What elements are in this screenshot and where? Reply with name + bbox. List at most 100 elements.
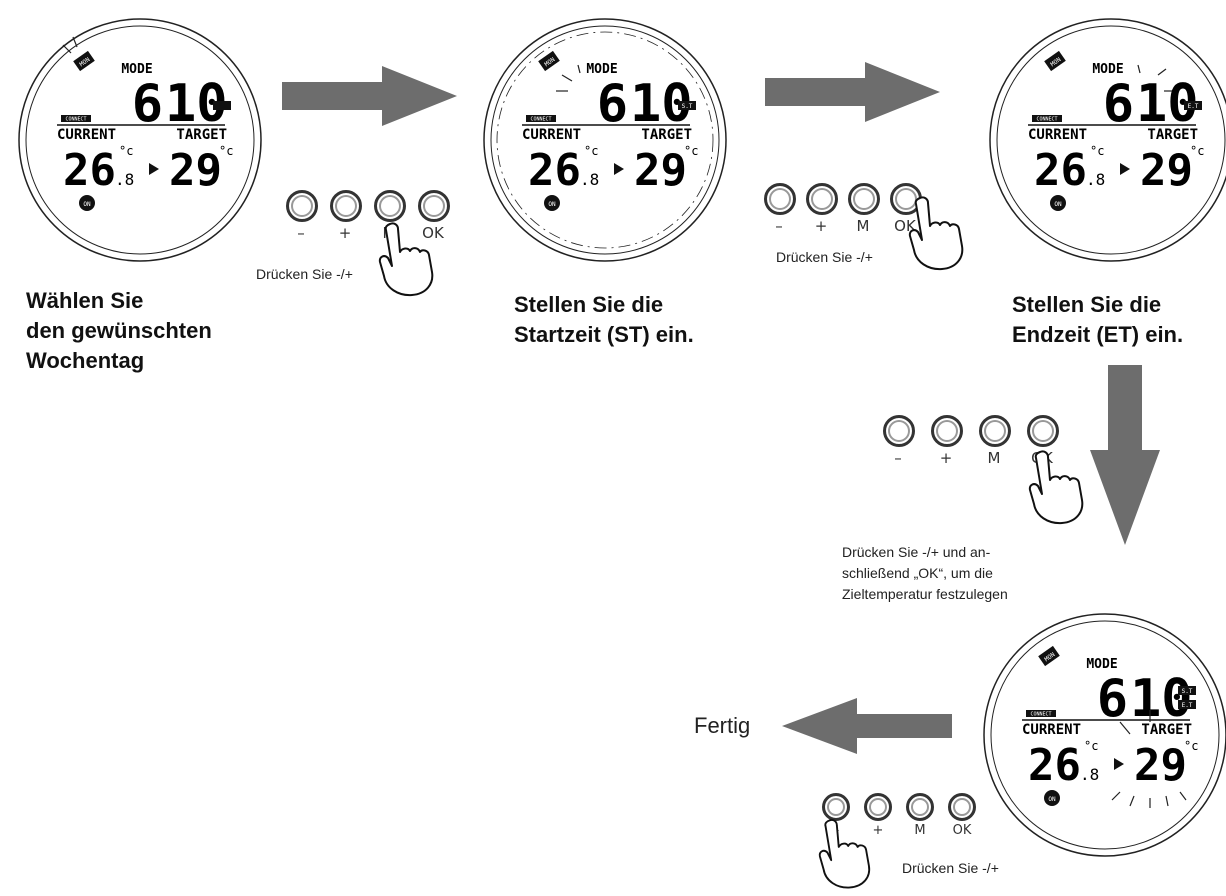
arrow-left [782,698,952,754]
connect-label: CONNECT [530,117,551,123]
on-label: ON [548,201,556,208]
note-line: Drücken Sie -/+ und an- [842,544,991,560]
arrow-down [1090,365,1160,545]
plus-button-label: + [872,823,884,838]
caption-line: Wochentag [26,348,145,373]
ok-button[interactable] [1027,415,1059,447]
current-label: CURRENT [57,127,116,143]
current-temp: 26 [1028,740,1081,791]
step2-caption: Stellen Sie die Startzeit (ST) ein. [514,290,774,350]
target-label: TARGET [176,127,227,143]
time-minutes: 10 [1130,669,1193,729]
mode-label: MODE [586,62,617,77]
ok-button-label: OK [952,823,972,838]
caption-line: Endzeit (ET) ein. [1012,322,1184,347]
plus-button-label: + [939,449,953,467]
ok-button-label: OK [422,224,444,242]
thermostat-display-step1: MON MODE 6 10 CONNECT CURRENT TARGET 26 … [15,15,265,265]
current-unit: °c [1090,144,1104,158]
step1-caption: Wählen Sie den gewünschten Wochentag [26,286,266,376]
et-label: E.T [1188,103,1199,110]
target-temp: 29 [634,145,687,196]
et-label: E.T [1182,702,1193,709]
current-temp: 26 [63,145,116,196]
current-temp-decimal: .8 [580,170,599,189]
current-label: CURRENT [522,127,581,143]
m-button[interactable] [979,415,1011,447]
ok-button-label: OK [894,217,916,235]
m-button-label: M [856,217,870,235]
press-note-1: Drücken Sie -/+ [256,266,353,282]
current-unit: °c [119,144,133,158]
pointing-hand-icon [818,818,884,890]
time-hours: 6 [132,74,163,134]
caption-line: Stellen Sie die [514,292,664,317]
m-button-label: M [914,823,926,838]
mode-label: MODE [121,62,152,77]
minus-button[interactable] [286,190,318,222]
done-label: Fertig [694,713,751,738]
current-temp-decimal: .8 [1080,765,1099,784]
caption-line: Wählen Sie [26,288,144,313]
minus-button[interactable] [764,183,796,215]
target-temp: 29 [169,145,222,196]
press-note-2: Drücken Sie -/+ [776,249,873,265]
m-button[interactable] [848,183,880,215]
current-temp: 26 [528,145,581,196]
m-button[interactable] [374,190,406,222]
note-line: Zieltemperatur festzulegen [842,586,1008,602]
caption-line: Startzeit (ST) ein. [514,322,694,347]
plus-button-label: + [338,224,352,242]
current-unit: °c [1084,739,1098,753]
thermostat-display-step2: MON MODE 6 10 S.T CONNECT CURRENT TARGET… [480,15,730,265]
st-label: S.T [1182,688,1193,695]
current-unit: °c [584,144,598,158]
connect-label: CONNECT [65,117,86,123]
time-hours: 6 [1103,74,1134,134]
m-button[interactable] [906,793,934,821]
current-temp-decimal: .8 [115,170,134,189]
ok-button[interactable] [948,793,976,821]
press-ok-note: Drücken Sie -/+ und an- schließend „OK“,… [842,542,1062,605]
pointing-hand-icon [1028,450,1098,525]
plus-button-label: + [814,217,828,235]
on-label: ON [1048,796,1056,803]
st-label: S.T [682,103,693,110]
caption-line: den gewünschten [26,318,212,343]
plus-button[interactable] [330,190,362,222]
target-unit: °c [219,144,233,158]
button-row-3: – + M OK [883,415,1063,475]
current-label: CURRENT [1028,127,1087,143]
ok-button[interactable] [418,190,450,222]
current-temp-decimal: .8 [1086,170,1105,189]
button-row-2: – + M OK [764,183,934,243]
arrow-right-2 [765,62,940,122]
press-note-3: Drücken Sie -/+ [902,860,999,876]
mode-label: MODE [1086,657,1117,672]
plus-button[interactable] [806,183,838,215]
button-row-4: – + M OK [822,793,976,853]
minus-button-label: – [297,224,305,242]
plus-button[interactable] [931,415,963,447]
minus-button[interactable] [822,793,850,821]
connect-label: CONNECT [1036,117,1057,123]
target-unit: °c [1184,739,1198,753]
pointing-hand-icon [908,196,978,271]
pointing-hand-icon [378,222,448,297]
on-label: ON [1054,201,1062,208]
target-unit: °c [684,144,698,158]
caption-line: Stellen Sie die [1012,292,1162,317]
plus-button[interactable] [864,793,892,821]
minus-button[interactable] [883,415,915,447]
target-temp: 29 [1134,740,1187,791]
current-label: CURRENT [1022,722,1081,738]
time-hours: 6 [597,74,628,134]
target-label: TARGET [1147,127,1198,143]
target-label: TARGET [641,127,692,143]
on-label: ON [83,201,91,208]
target-unit: °c [1190,144,1204,158]
mode-label: MODE [1092,62,1123,77]
minus-button-label: – [775,217,783,235]
connect-label: CONNECT [1030,712,1051,718]
arrow-right-1 [282,66,457,126]
